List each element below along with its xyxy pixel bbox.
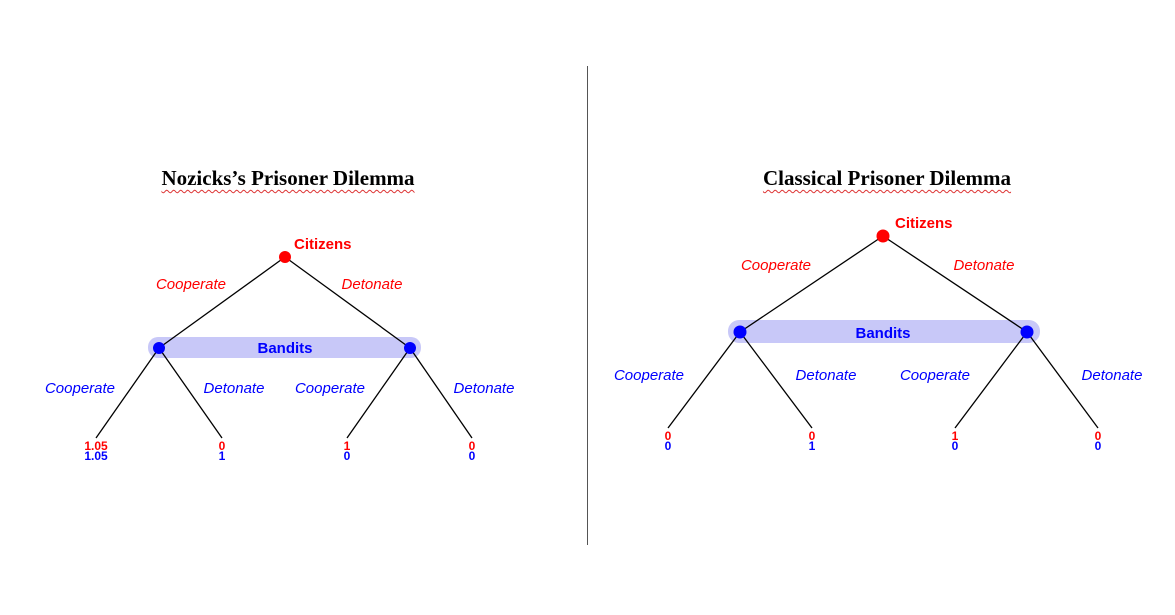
left-payoff-4-bandits: 0	[469, 449, 476, 463]
left-edge-root-cooperate	[158, 256, 286, 349]
left-payoff-2-bandits: 1	[219, 449, 226, 463]
right-payoff-3-citizens: 1	[952, 429, 959, 443]
right-edge-b1-cooperate	[667, 331, 741, 429]
right-bandit-move-4: Detonate	[1082, 367, 1143, 384]
right-citizens-label: Citizens	[895, 215, 953, 232]
right-payoff-4-citizens: 0	[1095, 429, 1102, 443]
right-title: Classical Prisoner Dilemma	[762, 166, 1012, 190]
divider	[587, 66, 588, 545]
left-bandit-move-1: Cooperate	[45, 380, 115, 397]
left-bandit-move-2: Detonate	[204, 380, 265, 397]
left-info-set-band	[148, 337, 421, 358]
left-bandits-label: Bandits	[257, 340, 312, 357]
right-tree: Citizens Bandits Cooperate Detonate Coop…	[614, 215, 1142, 453]
left-edge-b2-cooperate	[346, 347, 411, 439]
right-bandit-move-1: Cooperate	[614, 367, 684, 384]
left-edge-b1-cooperate	[95, 347, 160, 439]
right-info-set-band	[728, 320, 1040, 343]
left-bandit-move-4: Detonate	[454, 380, 515, 397]
left-tree: Citizens Bandits Cooperate Detonate Coop…	[45, 236, 514, 463]
left-citizen-move-cooperate: Cooperate	[156, 276, 226, 293]
left-payoff-1-bandits: 1.05	[84, 449, 108, 463]
left-citizens-node	[279, 251, 291, 263]
right-payoff-1-citizens: 0	[665, 429, 672, 443]
left-bandit-move-3: Cooperate	[295, 380, 365, 397]
left-payoff-1-citizens: 1.05	[84, 439, 108, 453]
right-edge-root-detonate	[882, 235, 1028, 333]
right-payoff-3-bandits: 0	[952, 439, 959, 453]
right-citizens-node	[876, 229, 890, 243]
right-bandits-label: Bandits	[855, 325, 910, 342]
left-title: Nozicks’s Prisoner Dilemma	[161, 166, 415, 190]
right-citizen-move-detonate: Detonate	[954, 257, 1015, 274]
left-payoff-3-citizens: 1	[344, 439, 351, 453]
left-citizen-move-detonate: Detonate	[342, 276, 403, 293]
left-bandits-node-2	[404, 342, 416, 354]
left-payoff-2-citizens: 0	[219, 439, 226, 453]
left-bandits-node-1	[153, 342, 165, 354]
right-citizen-move-cooperate: Cooperate	[741, 257, 811, 274]
left-payoff-3-bandits: 0	[344, 449, 351, 463]
left-edge-b1-detonate	[158, 347, 223, 439]
left-edge-root-detonate	[284, 256, 411, 349]
right-bandit-move-2: Detonate	[796, 367, 857, 384]
right-edge-root-cooperate	[739, 235, 884, 333]
right-bandit-move-3: Cooperate	[900, 367, 970, 384]
right-bandits-node-2	[1020, 325, 1034, 339]
left-edge-b2-detonate	[409, 347, 473, 439]
left-citizens-label: Citizens	[294, 236, 352, 253]
right-edge-b1-detonate	[739, 331, 813, 429]
right-edge-b2-detonate	[1026, 331, 1099, 429]
right-edge-b2-cooperate	[954, 331, 1028, 429]
right-payoff-2-bandits: 1	[809, 439, 816, 453]
right-payoff-4-bandits: 0	[1095, 439, 1102, 453]
left-payoff-4-citizens: 0	[469, 439, 476, 453]
right-payoff-1-bandits: 0	[665, 439, 672, 453]
right-payoff-2-citizens: 0	[809, 429, 816, 443]
right-bandits-node-1	[733, 325, 747, 339]
